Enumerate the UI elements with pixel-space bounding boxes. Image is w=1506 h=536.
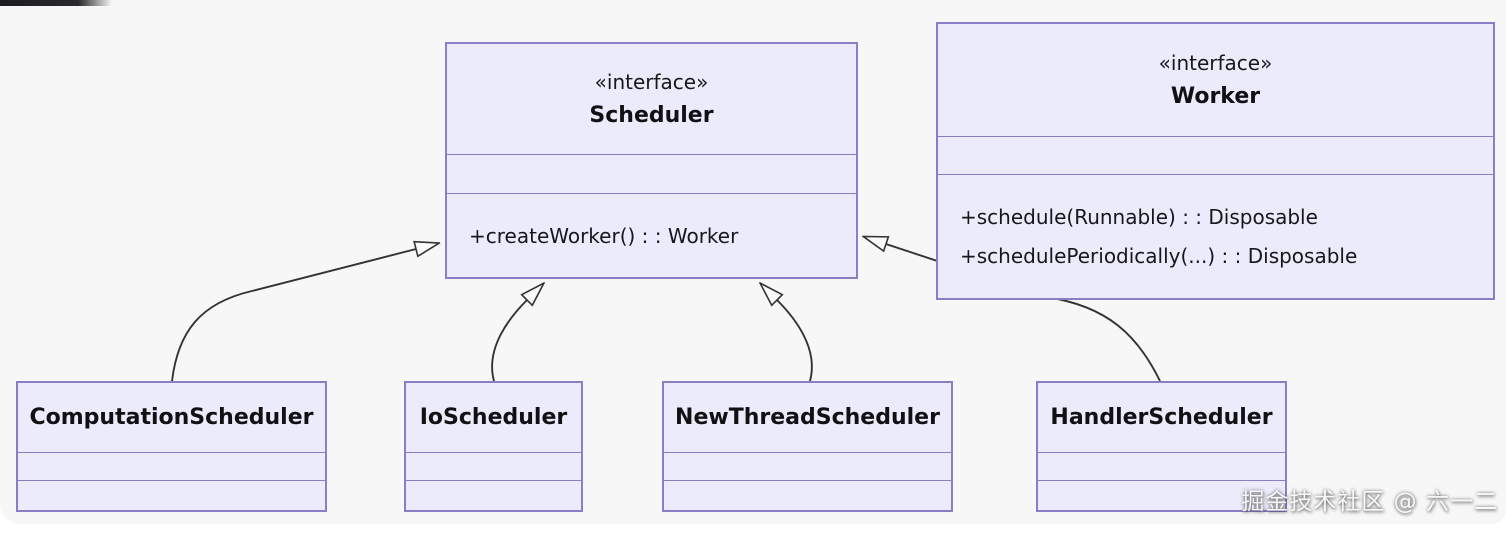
class-name: IoScheduler [419, 405, 568, 430]
stereotype-label: «interface» [594, 70, 709, 94]
class-newthread-scheduler: NewThreadScheduler [662, 381, 953, 512]
methods-compartment [18, 481, 325, 510]
realization-arrow-io-to-scheduler [491, 300, 527, 382]
stereotype-label: «interface» [1158, 51, 1273, 75]
class-worker-header: «interface» Worker [938, 24, 1493, 137]
attributes-compartment [664, 453, 951, 481]
diagram-canvas: «interface» Scheduler +createWorker() : … [0, 0, 1498, 515]
class-newthread-header: NewThreadScheduler [664, 383, 951, 453]
attributes-compartment [406, 453, 581, 481]
class-computation-header: ComputationScheduler [18, 383, 325, 453]
class-scheduler-header: «interface» Scheduler [447, 44, 856, 155]
watermark-text: 掘金技术社区 @ 六一二 [1241, 489, 1498, 515]
attributes-compartment [18, 453, 325, 481]
method-label: +createWorker() : : Worker [469, 223, 739, 248]
attributes-compartment [1038, 453, 1285, 481]
method-label: +schedulePeriodically(...) : : Disposabl… [960, 244, 1358, 268]
class-name: HandlerScheduler [1050, 405, 1273, 430]
attributes-compartment [447, 155, 856, 194]
realization-arrow-newthread-to-scheduler [777, 300, 813, 382]
class-name: NewThreadScheduler [675, 405, 940, 430]
class-name: ComputationScheduler [29, 405, 314, 430]
methods-compartment [664, 481, 951, 510]
methods-compartment: +createWorker() : : Worker [447, 194, 856, 277]
top-left-dark-bar [0, 0, 112, 6]
methods-compartment [406, 481, 581, 510]
class-name: Scheduler [589, 103, 714, 128]
class-scheduler: «interface» Scheduler +createWorker() : … [445, 42, 858, 279]
method-label: +schedule(Runnable) : : Disposable [960, 205, 1318, 229]
attributes-compartment [938, 137, 1493, 175]
methods-compartment: +schedule(Runnable) : : Disposable +sche… [938, 175, 1493, 298]
class-computation-scheduler: ComputationScheduler [16, 381, 327, 512]
realization-arrow-computation-to-scheduler [171, 249, 416, 382]
class-worker: «interface» Worker +schedule(Runnable) :… [936, 22, 1495, 300]
class-name: Worker [1170, 84, 1261, 109]
class-io-header: IoScheduler [406, 383, 581, 453]
class-io-scheduler: IoScheduler [404, 381, 583, 512]
class-handler-header: HandlerScheduler [1038, 383, 1285, 453]
class-handler-scheduler: HandlerScheduler [1036, 381, 1287, 512]
